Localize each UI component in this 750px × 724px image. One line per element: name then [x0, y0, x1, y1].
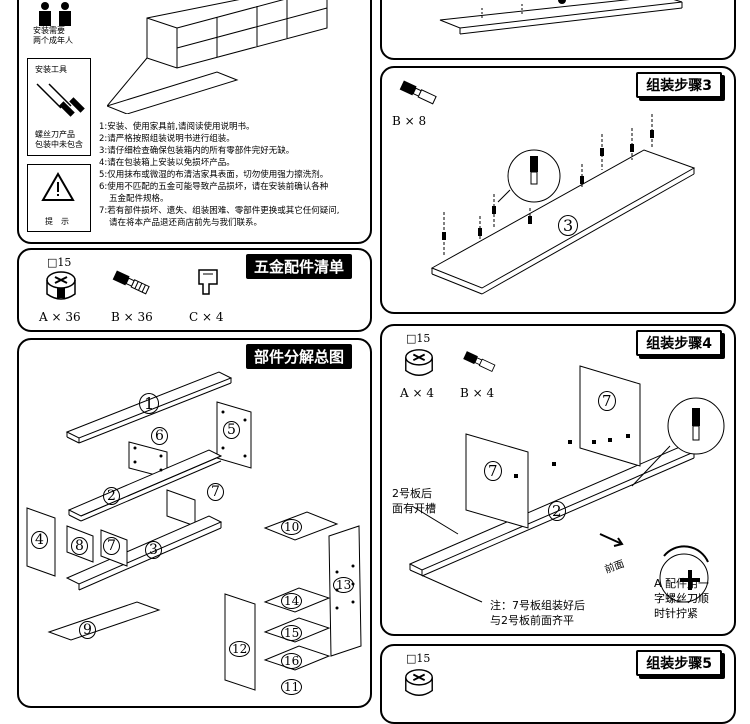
part-label-13: 13 — [333, 577, 355, 593]
two-people-icon — [39, 2, 71, 26]
install-people-text: 安装需要 两个成年人 — [33, 26, 73, 45]
warning-icon — [41, 172, 75, 201]
step5-title: 组装步骤5 — [636, 650, 722, 676]
part-label-14: 14 — [281, 593, 303, 609]
part-label-5: 5 — [223, 421, 240, 439]
note-line: 2:请严格按照组装说明书进行组装。 — [99, 134, 235, 144]
step2-panel — [380, 0, 736, 60]
note-line: 4:请在包装箱上安装以免损坏产品。 — [99, 158, 235, 168]
note-line: 3:请仔细检查确保包装箱内的所有零部件完好无缺。 — [99, 146, 295, 156]
part-label-4: 4 — [31, 531, 48, 549]
cam-bolt-icon — [112, 270, 150, 295]
tv-cabinet-sketch — [107, 0, 328, 114]
step5-panel: 组装步骤5 □15 — [380, 644, 736, 724]
step3-drawing — [430, 114, 696, 295]
step3-hardware-qty: B × 8 — [392, 114, 427, 128]
step4-groove-callout: 2号板后 面有开槽 — [392, 487, 436, 515]
part-label-11: 11 — [281, 679, 303, 695]
tools-note: 螺丝刀产品 包装中未包含 — [35, 130, 83, 149]
cam-lock-icon — [405, 669, 433, 696]
step4-title: 组装步骤4 — [636, 330, 722, 356]
cam-bolt-icon — [399, 80, 437, 105]
tools-box — [27, 58, 91, 156]
step4-part-label-7a: 7 — [598, 391, 616, 411]
note-line: 5:仅用抹布或微湿的布清洁家具表面，切勿使用强力擦洗剂。 — [99, 170, 329, 180]
step4-hardware-b: B × 4 — [460, 386, 495, 400]
exploded-view-panel: 部件分解总图 — [17, 338, 372, 708]
shelf-pin-icon — [198, 269, 218, 295]
part-label-6: 6 — [151, 427, 168, 445]
cam-size-label: □15 — [47, 256, 72, 269]
intro-panel: 安装需要 两个成年人 安装工具 螺丝刀产品 包装中未包含 提 示 1:安装、使用… — [17, 0, 372, 244]
step4-part-label-2: 2 — [548, 501, 566, 521]
part-label-10: 10 — [281, 519, 303, 535]
note-line: 五金配件规格。 — [109, 194, 169, 204]
step4-drawing — [408, 365, 725, 603]
part-label-3: 3 — [145, 541, 162, 559]
hardware-item-c: C × 4 — [189, 310, 224, 324]
step4-tool-note: A 配件用一 字螺丝刀顺 时针拧紧 — [654, 577, 710, 620]
part-label-15: 15 — [281, 625, 303, 641]
warning-box — [27, 164, 91, 232]
hardware-item-a: A × 36 — [39, 310, 81, 324]
part-label-12: 12 — [229, 641, 251, 657]
note-line: 7:若有部件损坏、遗失、组装困难、零部件更换或其它任何疑问, — [99, 206, 340, 216]
part-label-7b: 7 — [103, 537, 120, 555]
notes-list: 1:安装、使用家具前,请阅读使用说明书。 2:请严格按照组装说明书进行组装。 3… — [99, 121, 339, 229]
cam-bolt-icon — [463, 351, 496, 372]
note-line: 6:使用不匹配的五金可能导致产品损坏，请在安装前确认各种 — [99, 182, 329, 192]
note-line: 1:安装、使用家具前,请阅读使用说明书。 — [99, 122, 255, 132]
part-label-9: 9 — [79, 621, 96, 639]
hardware-list-panel: 五金配件清单 □15 A × 36 B × 36 C × 4 — [17, 248, 372, 332]
hardware-list-title: 五金配件清单 — [245, 254, 352, 279]
part-label-2: 2 — [103, 487, 120, 505]
step3-panel: 组装步骤3 B × 8 — [380, 66, 736, 314]
screwdriver-icon — [36, 83, 85, 117]
step4-panel: 组装步骤4 □15 A × 4 B × 4 — [380, 324, 736, 636]
step3-part-label: 3 — [558, 215, 579, 236]
warning-label: 提 示 — [45, 217, 69, 226]
step4-hardware-a: A × 4 — [400, 386, 434, 400]
part-label-16: 16 — [281, 653, 303, 669]
step3-title: 组装步骤3 — [636, 72, 722, 98]
step4-part-label-7b: 7 — [484, 461, 502, 481]
tools-title: 安装工具 — [35, 65, 67, 74]
cam-lock-icon — [405, 349, 433, 376]
cam-lock-icon — [46, 271, 76, 300]
exploded-view-title: 部件分解总图 — [245, 344, 352, 369]
step4-note: 注：7号板组装好后 与2号板前面齐平 — [490, 599, 585, 627]
note-line: 请在将本产品退还商店前先与我们联系。 — [109, 218, 263, 228]
part-label-1: 1 — [139, 393, 160, 414]
step2-board-drawing — [439, 0, 683, 35]
step5-cam-size: □15 — [406, 652, 431, 665]
part-label-8: 8 — [71, 537, 88, 555]
exploded-drawing — [26, 371, 362, 691]
hardware-item-b: B × 36 — [111, 310, 153, 324]
part-label-7a: 7 — [207, 483, 224, 501]
step4-cam-size: □15 — [406, 332, 431, 345]
